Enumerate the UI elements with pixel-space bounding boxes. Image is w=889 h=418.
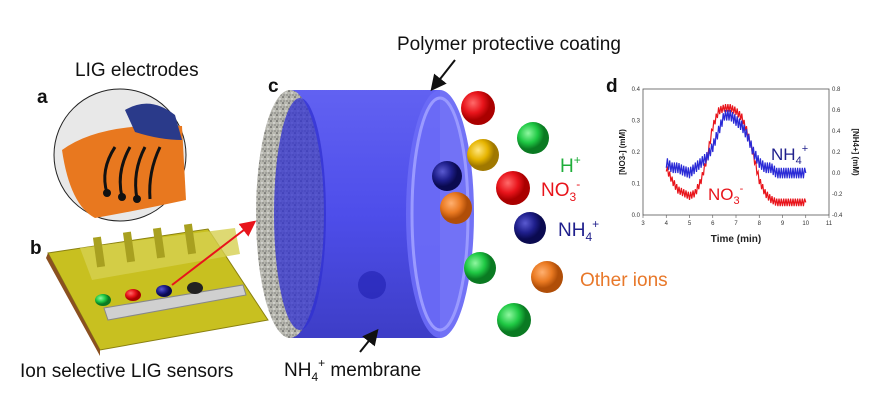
panel-label-c: c — [268, 76, 279, 97]
y-right-tick-label: 0.8 — [832, 87, 841, 93]
ion-sphere-ammonium — [432, 161, 462, 191]
annotation-nh4: NH4+ — [771, 143, 808, 167]
y-axis-left-label: [NO3-] (mM) — [618, 129, 627, 175]
x-tick-label: 5 — [688, 221, 692, 227]
ion-label-no3: NO3- — [541, 177, 580, 204]
y-right-tick-label: -0.4 — [832, 213, 843, 219]
ion-label-other: Other ions — [580, 270, 668, 291]
ion-sphere-other — [440, 192, 472, 224]
ion-sphere-ammonium — [514, 212, 546, 244]
x-tick-label: 10 — [802, 221, 809, 227]
zoom-arrow — [171, 220, 257, 286]
ion-sphere-yellow — [467, 139, 499, 171]
ion-sphere-hydrogen — [464, 252, 496, 284]
ion-label-nh4: NH4+ — [558, 217, 599, 244]
ion-sphere-nitrate — [461, 91, 495, 125]
x-tick-label: 3 — [641, 221, 645, 227]
membrane-arrow — [359, 328, 379, 353]
y-right-tick-label: 0.6 — [832, 108, 841, 114]
sensor-dot-green — [95, 294, 111, 306]
x-tick-label: 7 — [734, 221, 738, 227]
y-right-tick-label: 0.4 — [832, 129, 841, 135]
sensor-dot-blue — [156, 285, 172, 297]
sensor-chip — [46, 223, 269, 356]
plot-frame — [642, 88, 830, 216]
y-left-tick-label: 0.0 — [632, 213, 641, 219]
sensor-dot-red — [125, 289, 141, 301]
ion-selective-label: Ion selective LIG sensors — [20, 361, 233, 382]
annotation-no3: NO3- — [708, 183, 744, 207]
y-left-tick-label: 0.1 — [632, 182, 641, 188]
polymer-coating-label: Polymer protective coating — [397, 34, 621, 55]
panel-label-b: b — [30, 238, 42, 259]
ion-sphere-nitrate — [496, 171, 530, 205]
panel-label-a: a — [37, 87, 48, 108]
y-right-tick-label: 0.2 — [832, 150, 841, 156]
y-right-tick-label: -0.2 — [832, 192, 843, 198]
polymer-arrow — [430, 59, 456, 92]
x-axis-label: Time (min) — [711, 234, 761, 245]
y-axis-right-label: [NH4+] (mM) — [851, 128, 860, 176]
chart-nitrate-ammonium: 3 4 5 6 7 8 9 10 11 0.0 0.1 0.2 0.3 0.4 -0.4 -0.2 0.0 0.2… — [618, 87, 860, 245]
x-tick-label: 11 — [826, 221, 833, 227]
x-tick-label: 4 — [665, 221, 669, 227]
ion-spheres — [432, 91, 563, 337]
lig-electrodes-label: LIG electrodes — [75, 60, 199, 81]
ion-sphere-other — [531, 261, 563, 293]
series-line-no3 — [665, 104, 807, 207]
sensor-dot-black — [187, 282, 203, 294]
panel-label-d: d — [606, 76, 618, 97]
series-line-nh4 — [665, 109, 807, 179]
y-left-tick-label: 0.4 — [632, 87, 641, 93]
y-right-tick-label: 0.0 — [832, 171, 841, 177]
membrane-label: NH4+ membrane — [284, 356, 421, 384]
x-tick-label: 8 — [758, 221, 762, 227]
lig-electrodes-photo — [53, 88, 187, 222]
x-tick-label: 9 — [781, 221, 785, 227]
y-left-tick-label: 0.3 — [632, 119, 641, 125]
ion-sphere-hydrogen — [497, 303, 531, 337]
y-left-tick-label: 0.2 — [632, 150, 641, 156]
x-tick-label: 6 — [711, 221, 715, 227]
ion-label-h: H+ — [560, 153, 581, 177]
ion-sphere-hydrogen — [517, 122, 549, 154]
membrane-cylinder — [256, 90, 474, 338]
